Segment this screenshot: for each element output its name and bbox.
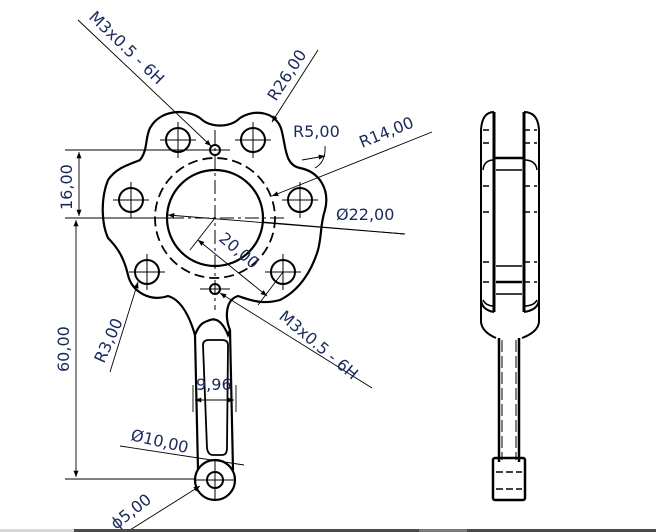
dimensions <box>65 19 433 531</box>
strip-segment <box>467 529 656 532</box>
dim-eye-inner-diameter: ϕ5,00 <box>107 490 155 532</box>
flange-outline <box>101 110 328 339</box>
strip-segment <box>419 529 467 532</box>
dim-vertical-main: 60,00 <box>54 326 73 372</box>
dim-thread-bottom: M3x0.5 - 6H <box>275 307 362 384</box>
arm-slot <box>202 339 229 456</box>
dim-arm-fillet-radius: R3,00 <box>90 315 126 365</box>
bottom-scrollbar-strip <box>0 529 656 532</box>
dim-vertical-top: 16,00 <box>57 164 76 210</box>
dim-arm-width: 9,96 <box>196 375 232 394</box>
dim-bore-diameter: Ø22,00 <box>336 205 394 224</box>
strip-segment <box>74 529 419 532</box>
dim-fillet-radius: R5,00 <box>293 122 340 141</box>
side-view <box>480 111 540 502</box>
dim-outer-radius: R26,00 <box>263 46 310 104</box>
dim-bolt-circle-radius: R14,00 <box>356 113 416 152</box>
dim-thread-top: M3x0.5 - 6H <box>85 7 168 88</box>
strip-segment <box>0 529 74 532</box>
